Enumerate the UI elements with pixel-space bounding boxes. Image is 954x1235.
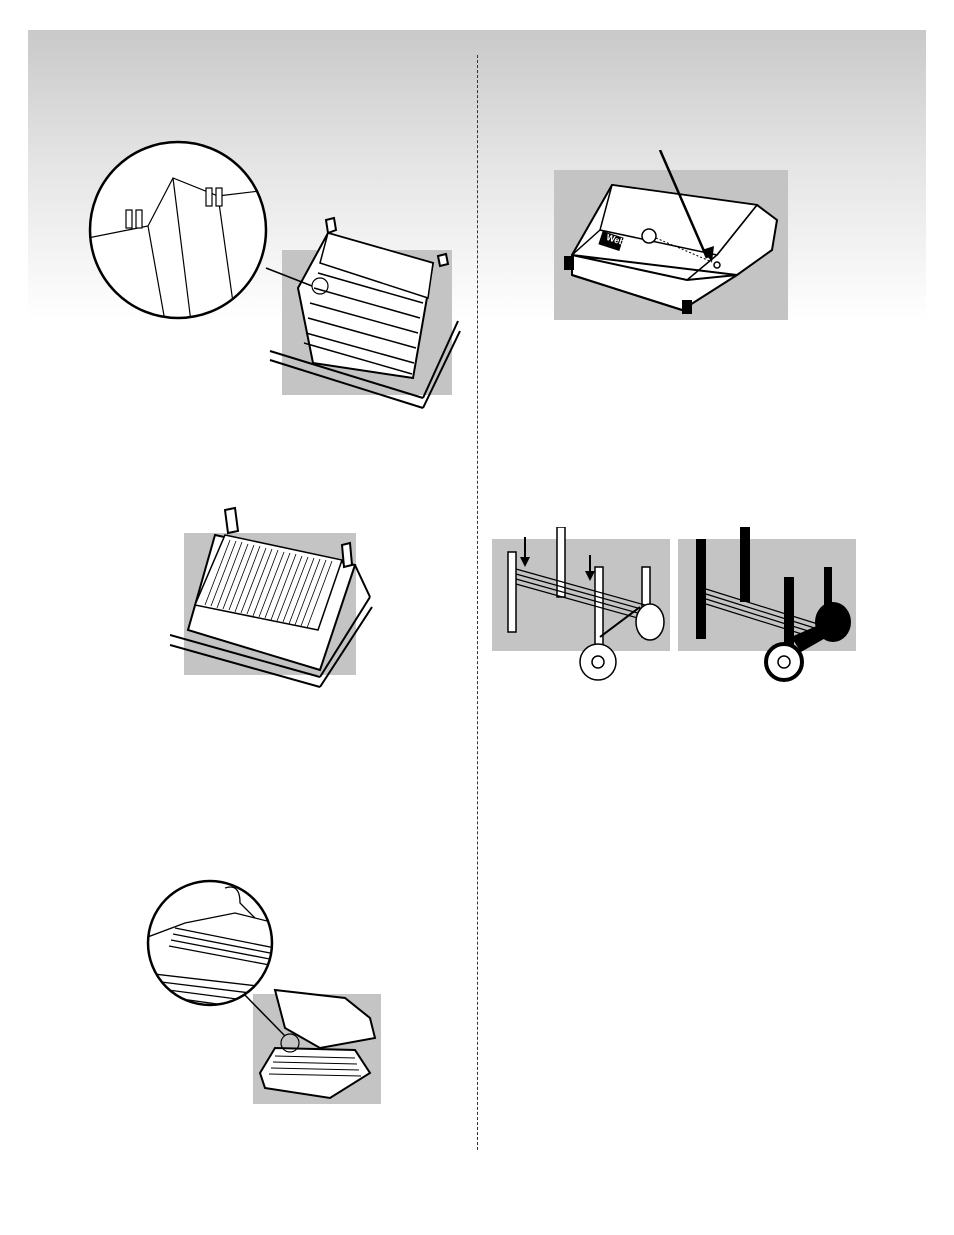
cooking-grate-illustration	[170, 505, 380, 705]
warming-rack-detail-illustration	[145, 878, 385, 1108]
flavorizer-bars-detail-illustration	[88, 138, 468, 428]
column-divider	[477, 55, 478, 1150]
cart-bottom-shelf-illustration	[490, 527, 675, 687]
cart-bottom-shelf-installed-illustration	[676, 527, 861, 687]
grill-lid-thermometer-illustration: Weber	[552, 150, 792, 325]
